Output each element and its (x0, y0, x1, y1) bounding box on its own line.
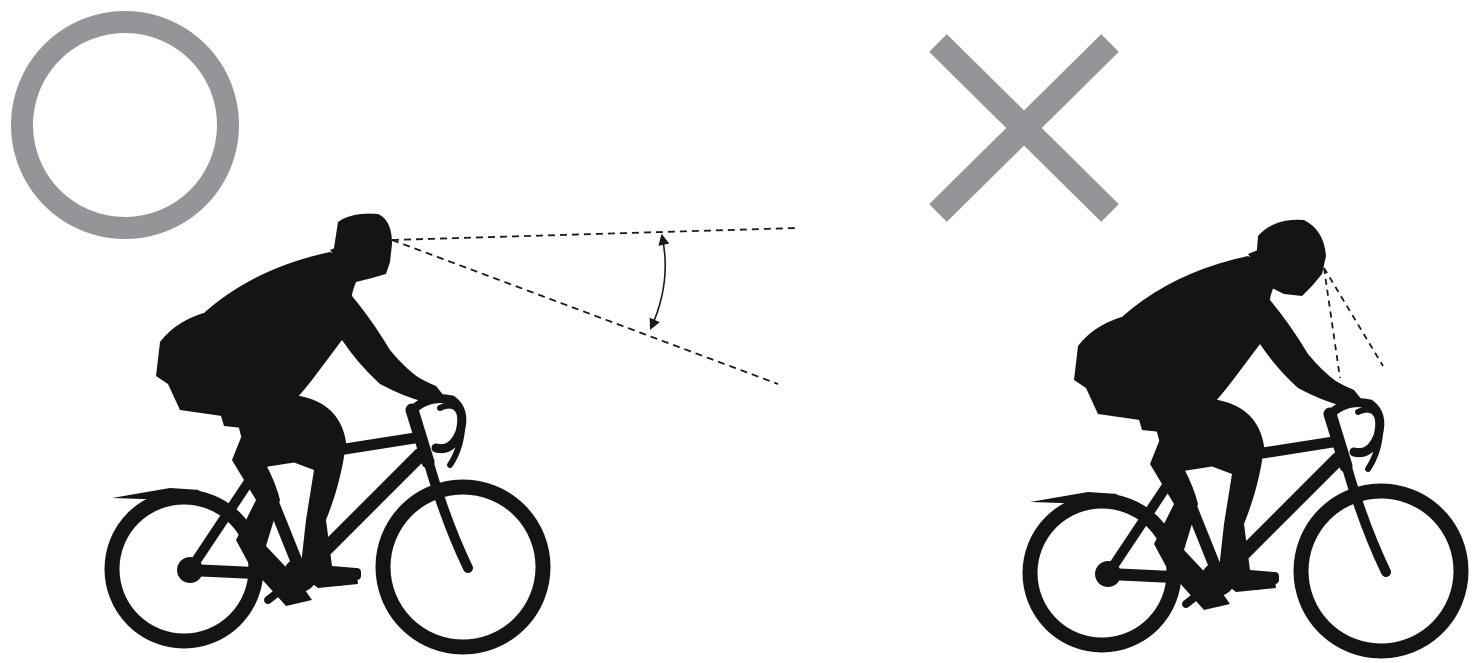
cross-mark-icon (938, 43, 1110, 213)
sight-line-icon (392, 228, 797, 240)
panel-incorrect (938, 43, 1461, 651)
sight-line-icon (1324, 268, 1383, 366)
angle-arrow-icon (651, 236, 665, 328)
sight-line-icon (392, 240, 778, 384)
sight-line-icon (1324, 268, 1340, 378)
circle-mark-icon (22, 22, 228, 228)
cyclist-icon (112, 214, 543, 647)
cyclist-icon (1030, 220, 1461, 651)
rider-head (1256, 220, 1326, 296)
rider-head (334, 214, 392, 282)
panel-correct (22, 22, 797, 647)
